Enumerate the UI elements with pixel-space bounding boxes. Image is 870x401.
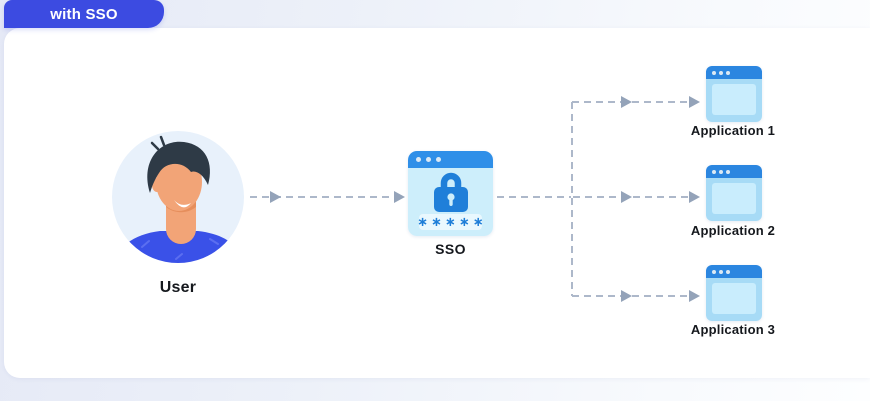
app-window-titlebar: [706, 265, 762, 278]
app-window-titlebar: [706, 66, 762, 79]
app-window-panel: [712, 183, 756, 214]
title-badge: with SSO: [4, 0, 164, 28]
window-dot-icon: [719, 269, 723, 274]
app-window-panel: [712, 283, 756, 314]
user-avatar: [112, 131, 244, 263]
avatar-smile: [174, 200, 191, 208]
app-window-body: [706, 79, 762, 122]
window-dot-icon: [436, 157, 441, 162]
user-label: User: [159, 279, 197, 296]
window-dot-icon: [712, 269, 716, 274]
app-window-body: [706, 178, 762, 221]
window-dot-icon: [712, 70, 716, 75]
password-mask: ∗∗∗∗∗: [417, 214, 487, 230]
window-dot-icon: [416, 157, 421, 162]
sso-window-body: ∗∗∗∗∗: [408, 168, 493, 236]
application-1-label: Application 1: [690, 123, 776, 138]
window-dot-icon: [726, 70, 730, 75]
application-window-3: [706, 265, 762, 321]
app-window-panel: [712, 84, 756, 115]
window-dot-icon: [726, 169, 730, 174]
password-field: ∗∗∗∗∗: [417, 214, 484, 230]
lock-icon: [433, 172, 468, 212]
window-dot-icon: [719, 70, 723, 75]
application-3-label: Application 3: [690, 322, 776, 337]
window-dot-icon: [712, 169, 716, 174]
title-badge-label: with SSO: [50, 5, 118, 23]
sso-window-titlebar: [408, 151, 493, 168]
app-window-body: [706, 278, 762, 321]
sso-label: SSO: [435, 241, 466, 257]
application-window-1: [706, 66, 762, 122]
avatar-hair: [147, 141, 210, 193]
window-dot-icon: [719, 169, 723, 174]
window-dot-icon: [426, 157, 431, 162]
app-window-titlebar: [706, 165, 762, 178]
application-2-label: Application 2: [690, 223, 776, 238]
sso-window: ∗∗∗∗∗: [408, 151, 493, 236]
application-window-2: [706, 165, 762, 221]
window-dot-icon: [726, 269, 730, 274]
